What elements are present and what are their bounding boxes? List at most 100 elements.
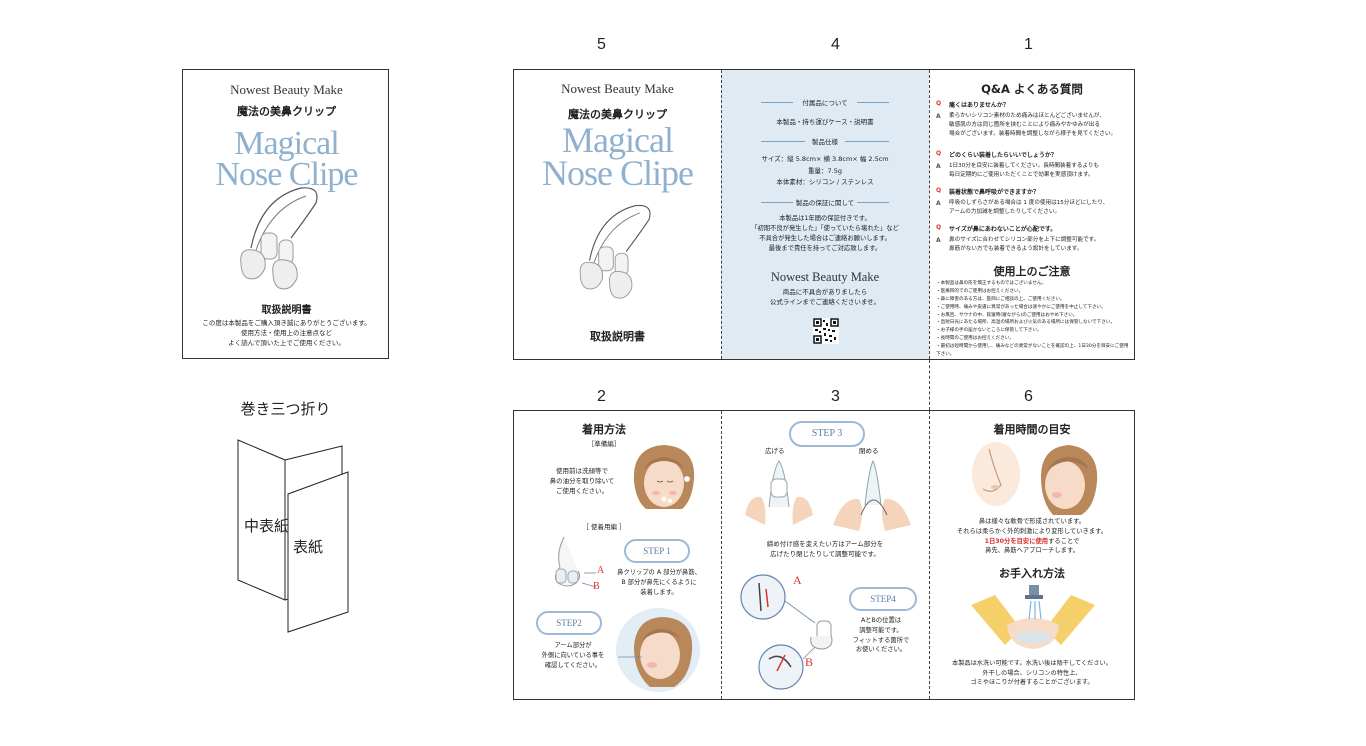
label-a: A — [793, 573, 802, 587]
qa-question: 痛くはありませんか？ — [949, 102, 1009, 109]
warranty-line: 「初期不良が発生した」「使っていたら壊れた」など — [751, 225, 899, 233]
logo-line-2: Nose Clipe — [215, 156, 358, 194]
spec-lines: サイズ：縦 5.8cm× 横 3.8cm× 幅 2.5cm 重量：7.5g 本体… — [721, 154, 929, 189]
cover-preview-card: Nowest Beauty Make 魔法の美鼻クリップ Magical Nos… — [182, 69, 389, 359]
step4-line: 調整可能です。 — [859, 626, 903, 634]
warranty-heading: 製品の保証に関して — [795, 199, 855, 207]
fold-line-connector — [929, 360, 930, 410]
cover-intro-line: この度は本製品をご購入頂き誠にありがとうございます。 — [202, 319, 371, 327]
warranty-line: 最後まで責任を持ってご対応致します。 — [768, 245, 882, 253]
fold-inner-label: 中表紙 — [244, 517, 290, 535]
cover-intro-text: この度は本製品をご購入頂き誠にありがとうございます。 使用方法・使用上の注意点な… — [183, 318, 390, 348]
panel5-brand: Nowest Beauty Make — [561, 81, 674, 96]
caution-line: ・直射日光にあたる場所、高温の場所および火気のある場所には保管しないで下さい。 — [936, 320, 1116, 326]
qa-answer-line: 鼻筋がない方でも装着できるよう設計をしています。 — [949, 245, 1083, 252]
caution-line: ・医療目的でのご使用はお控えください。 — [936, 288, 1024, 294]
contact-line: 公式ラインまでご連絡くださいませ。 — [769, 298, 881, 307]
cover-manual-title: 取扱説明書 — [261, 305, 312, 316]
label-b: B — [805, 655, 814, 669]
panel-number-4: 4 — [831, 36, 840, 53]
hands-close-illustration — [833, 459, 911, 531]
q-mark: Q — [936, 187, 942, 194]
q-mark: Q — [936, 150, 942, 157]
wear-time-suffix: することで — [1048, 537, 1080, 545]
clip-on-nose-illustration — [554, 536, 597, 588]
step1-badge: STEP 1 — [624, 539, 690, 563]
qr-code-icon — [813, 318, 839, 344]
caution-line: ・長時間のご使用はお控えください。 — [936, 336, 1014, 342]
prep-line: 使用前は洗顔等で — [556, 467, 608, 475]
q-mark: Q — [936, 224, 942, 231]
nose-closeup-illustration — [972, 442, 1020, 506]
warranty-lines: 本製品は1年間の保証付きです。 「初期不良が発生した」「使っていたら壊れた」など… — [721, 214, 929, 254]
panel-1: Q&A よくある質問 Q 痛くはありませんか？ A 柔らかいシリコン素材のため痛… — [929, 70, 1135, 359]
hand-washing-illustration — [971, 585, 1095, 649]
woman-profile-illustration — [1041, 445, 1098, 515]
nose-clip-illustration — [240, 187, 318, 290]
step1-text: 鼻クリップの A 部分が鼻筋、 B 部分が鼻先にくるように 装着します。 — [609, 568, 709, 597]
logo-line-1: Magical — [562, 120, 674, 160]
label-b: B — [593, 581, 600, 592]
panel-3: STEP 3 広げる 閉める 締め付け感を変えたい方はアーム部分を 広げたり閉じ… — [721, 411, 929, 699]
qa-answer: 鼻のサイズに合わせてシリコン部分を上下に調整可能です。 鼻筋がない方でも装着でき… — [949, 236, 1133, 254]
step2-badge: STEP2 — [536, 611, 602, 635]
step1-line: 鼻クリップの A 部分が鼻筋、 — [617, 569, 701, 576]
cover-intro-line: よく読んで頂いた上でご使用ください。 — [228, 339, 345, 348]
accessories-heading: 付属品について — [802, 99, 848, 107]
panel4-brand: Nowest Beauty Make — [770, 270, 880, 284]
fold-line — [721, 70, 722, 359]
caution-line: ・本製品は鼻の形を矯正するものではございません。 — [936, 281, 1047, 286]
fold-diagram-title: 巻き三つ折り — [240, 400, 331, 418]
accessories-text: 本製品・持ち運びケース・説明書 — [776, 118, 874, 126]
panel-number-2: 2 — [597, 388, 606, 405]
care-line: 外干しの場合、シリコンの特性上、 — [982, 669, 1082, 677]
contact-line: 商品に不具合がありましたら — [782, 288, 868, 296]
panel-number-1: 1 — [1024, 36, 1033, 53]
a-mark: A — [936, 163, 941, 170]
panel-4-background — [721, 70, 929, 359]
step4-badge: STEP4 — [849, 587, 917, 611]
q-mark: Q — [936, 100, 942, 107]
step2-line: アーム部分が — [554, 642, 592, 649]
spec-line: 本体素材：シリコン / ステンレス — [776, 178, 874, 187]
usage-label: ［ 使着用編 ］ — [582, 523, 626, 531]
qa-title: Q&A よくある質問 — [981, 82, 1083, 96]
qa-answer: 1日30分を目安に装着してください。長時間装着するよりも 毎日定期的にご使用いた… — [949, 162, 1133, 180]
step3-badge: STEP 3 — [789, 421, 865, 447]
fold-line — [929, 70, 930, 359]
adjustment-detail-illustration — [740, 574, 833, 690]
qa-question: 装着状態で鼻呼吸ができますか？ — [949, 189, 1040, 196]
prep-text: 使用前は洗顔等で 鼻の油分を取り除いて ご使用ください。 — [532, 466, 632, 496]
caution-title: 使用上のご注意 — [993, 265, 1071, 278]
qa-answer-line: 1日30分を目安に装着してください。長時間装着するよりも — [949, 163, 1100, 169]
logo-line-2: Nose Clipe — [542, 153, 694, 194]
step4-text: AとBの位置は 調整可能です。 フィットする箇所で お使いください。 — [843, 616, 919, 655]
qa-answer-line: 毎日定期的にご使用いただくことで効果を実感頂けます。 — [949, 171, 1094, 178]
prep-line: ご使用ください。 — [556, 487, 608, 496]
panel-number-6: 6 — [1024, 388, 1033, 405]
care-line: 本製品は水洗い可能です。水洗い後は陰干してください。 — [952, 660, 1112, 667]
wear-time-line: それらは柔らかく外的刺激により変形していきます。 — [956, 527, 1108, 535]
step2-line: 外側に向いている事を — [541, 651, 605, 659]
inner-spread: 着用方法 ［準備編］ 使用前は洗顔等で 鼻の油分を取り除いて ご使用ください。 … — [513, 410, 1135, 700]
wear-time-line: 鼻は様々な軟骨で形成されています。 — [978, 518, 1086, 525]
qa-answer-line: 場合がございます。装着時間を調整しながら様子を見てください。 — [949, 130, 1117, 137]
caution-line: ・お風呂、サウナの中、就寝時(寝ながら)のご使用はおやめ下さい。 — [936, 312, 1078, 318]
panel-2: 着用方法 ［準備編］ 使用前は洗顔等で 鼻の油分を取り除いて ご使用ください。 … — [514, 411, 721, 699]
how-to-wear-title: 着用方法 — [582, 423, 626, 436]
adjust-text: 締め付け感を変えたい方はアーム部分を 広げたり閉じたりして調整可能です。 — [721, 539, 929, 559]
nose-clip-illustration — [579, 204, 651, 299]
step1-line: B 部分が鼻先にくるように — [621, 578, 697, 586]
cover-product-name: 魔法の美鼻クリップ — [237, 105, 336, 118]
panel-6: 着用時間の目安 鼻は様々な軟骨で形成されています。 それらは柔らかく外的刺激によ… — [929, 411, 1135, 699]
caution-list: ・本製品は鼻の形を矯正するものではございません。 ・医療目的でのご使用はお控えく… — [936, 280, 1133, 359]
prep-label: ［準備編］ — [587, 440, 621, 448]
label-a: A — [597, 565, 605, 576]
a-mark: A — [936, 200, 941, 207]
cover-intro-line: 使用方法・使用上の注意点など — [241, 329, 332, 338]
logo-line-1: Magical — [234, 125, 339, 162]
step2-line: 確認してください。 — [544, 661, 602, 669]
wear-time-highlight: 1日30分を目安に使用 — [984, 537, 1049, 545]
wear-time-highlight-line: 1日30分を目安に使用することで — [929, 537, 1135, 547]
qa-question: どのくらい装着したらいいでしょうか？ — [949, 152, 1057, 159]
